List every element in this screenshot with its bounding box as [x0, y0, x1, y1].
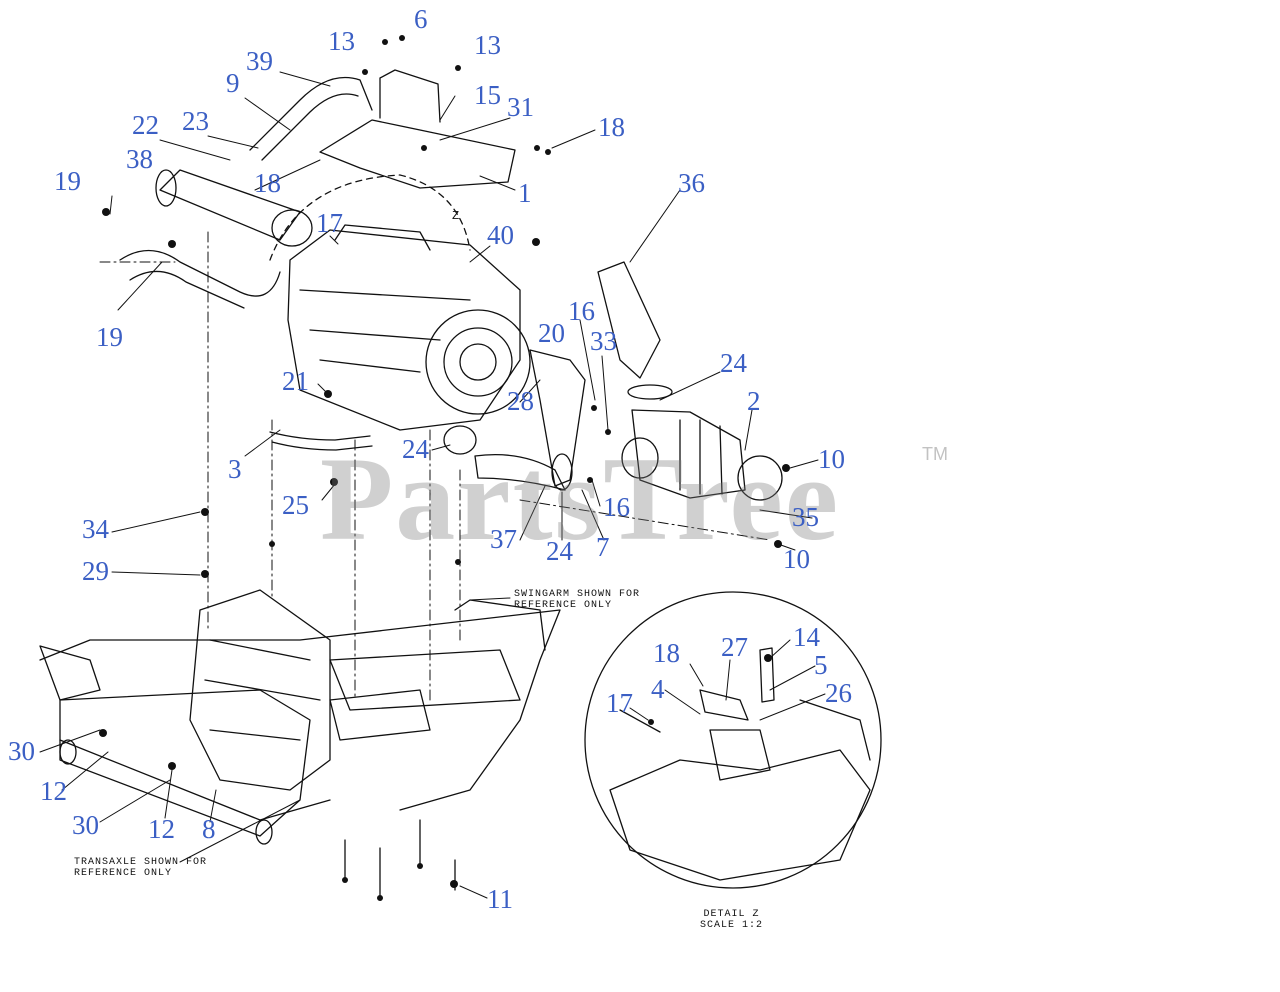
callout-16[interactable]: 16 — [568, 296, 595, 326]
callout-4[interactable]: 4 — [651, 674, 665, 704]
callout-34[interactable]: 34 — [82, 514, 109, 544]
callout-29[interactable]: 29 — [82, 556, 109, 586]
detail-z-note: DETAIL Z SCALE 1:2 — [700, 909, 764, 931]
callout-16[interactable]: 16 — [603, 492, 630, 522]
callout-13[interactable]: 13 — [328, 26, 355, 56]
callout-31[interactable]: 31 — [507, 92, 534, 122]
callout-30[interactable]: 30 — [8, 736, 35, 766]
callout-23[interactable]: 23 — [182, 106, 209, 136]
callout-18[interactable]: 18 — [254, 168, 281, 198]
callout-11[interactable]: 11 — [487, 884, 513, 914]
callout-20[interactable]: 20 — [538, 318, 565, 348]
callout-17[interactable]: 17 — [606, 688, 633, 718]
callout-37[interactable]: 37 — [490, 524, 517, 554]
trademark-mark: TM — [922, 444, 948, 464]
transaxle-note: TRANSAXLE SHOWN FOR REFERENCE ONLY — [74, 857, 208, 879]
frame — [39, 599, 561, 845]
engine — [287, 224, 531, 431]
callout-2[interactable]: 2 — [747, 386, 761, 416]
callout-10[interactable]: 10 — [783, 544, 810, 574]
watermark: PartsTree — [320, 432, 840, 565]
callout-12[interactable]: 12 — [40, 776, 67, 806]
callout-27[interactable]: 27 — [721, 632, 748, 662]
callout-6[interactable]: 6 — [414, 4, 428, 34]
transaxle — [39, 589, 431, 791]
detail-z-circle — [584, 591, 882, 889]
callout-19[interactable]: 19 — [54, 166, 81, 196]
callout-25[interactable]: 25 — [282, 490, 309, 520]
callout-40[interactable]: 40 — [487, 220, 514, 250]
callout-7[interactable]: 7 — [596, 532, 610, 562]
callout-13[interactable]: 13 — [474, 30, 501, 60]
callout-19[interactable]: 19 — [96, 322, 123, 352]
callout-39[interactable]: 39 — [246, 46, 273, 76]
callout-10[interactable]: 10 — [818, 444, 845, 474]
callout-26[interactable]: 26 — [825, 678, 852, 708]
callout-5[interactable]: 5 — [814, 650, 828, 680]
callout-24[interactable]: 24 — [546, 536, 573, 566]
callout-21[interactable]: 21 — [282, 366, 309, 396]
callout-18[interactable]: 18 — [653, 638, 680, 668]
callout-9[interactable]: 9 — [226, 68, 240, 98]
exhaust-pipe — [249, 76, 373, 151]
detail-z-marker: Z — [452, 209, 461, 223]
callout-12[interactable]: 12 — [148, 814, 175, 844]
callout-33[interactable]: 33 — [590, 326, 617, 356]
callout-28[interactable]: 28 — [507, 386, 534, 416]
heat-shield — [319, 119, 516, 189]
callout-14[interactable]: 14 — [793, 622, 820, 652]
callout-35[interactable]: 35 — [792, 502, 819, 532]
callout-22[interactable]: 22 — [132, 110, 159, 140]
callout-17[interactable]: 17 — [316, 208, 343, 238]
callout-1[interactable]: 1 — [518, 178, 532, 208]
callout-30[interactable]: 30 — [72, 810, 99, 840]
callout-24[interactable]: 24 — [402, 434, 429, 464]
intake-tube — [597, 261, 661, 379]
air-cleaner — [621, 409, 783, 501]
callout-18[interactable]: 18 — [598, 112, 625, 142]
callout-15[interactable]: 15 — [474, 80, 501, 110]
callout-3[interactable]: 3 — [228, 454, 242, 484]
callout-36[interactable]: 36 — [678, 168, 705, 198]
callout-24[interactable]: 24 — [720, 348, 747, 378]
callout-8[interactable]: 8 — [202, 814, 216, 844]
swingarm-note: SWINGARM SHOWN FOR REFERENCE ONLY — [514, 589, 641, 611]
callout-38[interactable]: 38 — [126, 144, 153, 174]
